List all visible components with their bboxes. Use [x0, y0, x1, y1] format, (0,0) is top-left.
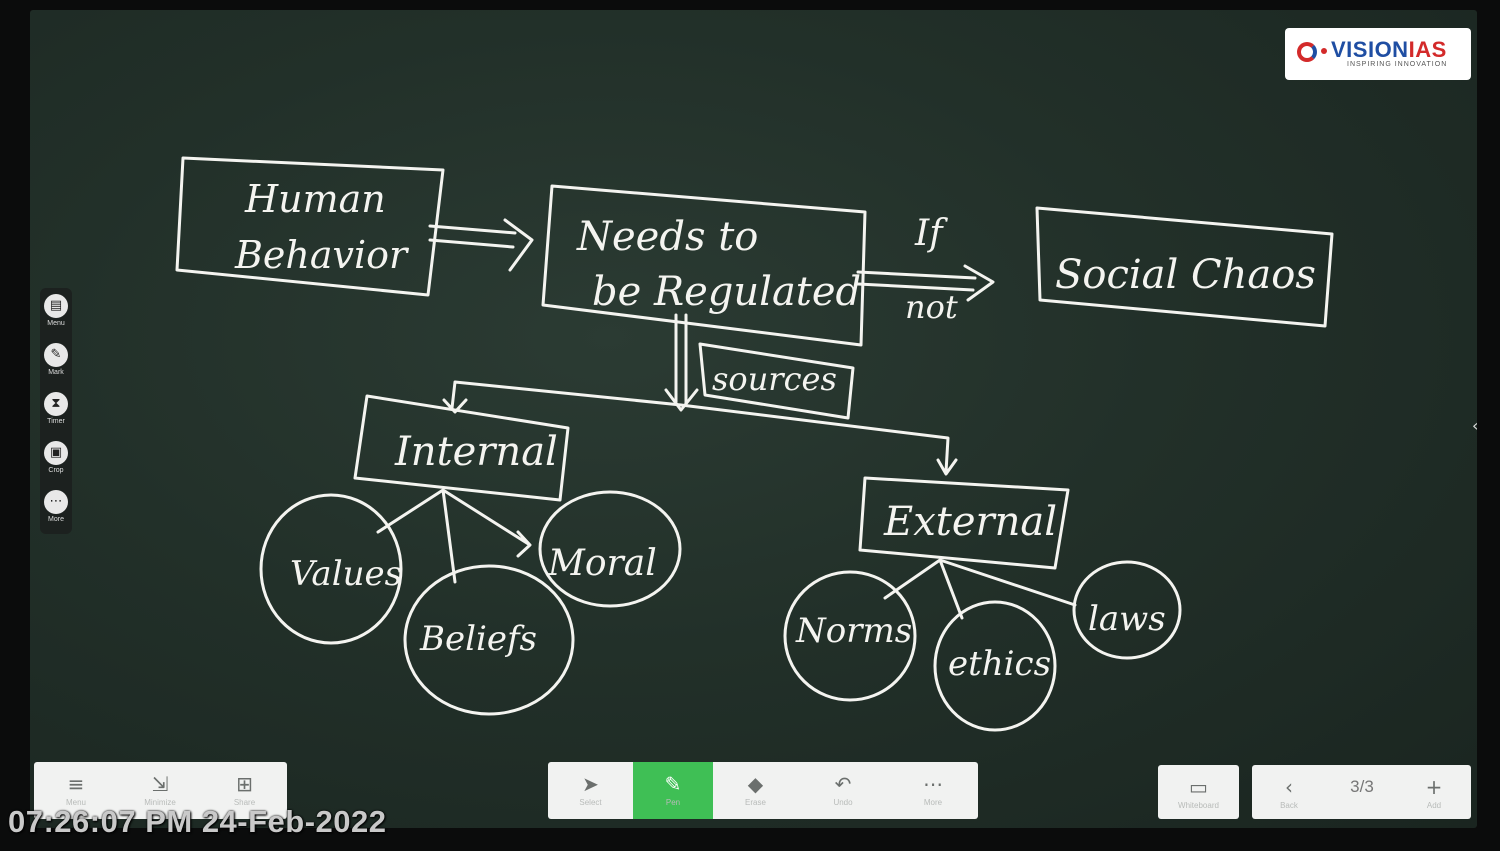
whiteboard-canvas[interactable]: [30, 10, 1477, 828]
page-indicator: 3/3: [1350, 777, 1374, 796]
if-label: If: [914, 213, 948, 254]
side-timer-label: Timer: [47, 418, 65, 425]
more-icon: ⋯: [923, 772, 943, 796]
select-label: Select: [579, 798, 602, 807]
sources-label: sources: [712, 360, 837, 398]
share-label: Share: [233, 798, 256, 807]
monitor-icon: ▭: [1189, 775, 1208, 799]
menu-icon: ▤: [44, 294, 68, 318]
select-tool-button[interactable]: ➤ Select: [548, 762, 633, 819]
logo-dot-icon: [1321, 48, 1327, 54]
branch-lines: [442, 380, 958, 476]
sources-arrow: sources: [664, 313, 855, 420]
add-page-button[interactable]: + Add: [1397, 765, 1471, 819]
ethics-node: ethics: [933, 600, 1057, 732]
beliefs-node: Beliefs: [403, 564, 575, 716]
pen-icon: ✎: [44, 343, 68, 367]
side-timer-button[interactable]: ⧗ Timer: [40, 388, 72, 434]
logo-name-a: VISION: [1331, 37, 1409, 62]
cursor-icon: ➤: [582, 772, 599, 796]
external-label: External: [883, 499, 1057, 545]
internal-node: Internal: [353, 394, 570, 502]
menu-button[interactable]: ≡ Menu: [34, 762, 118, 819]
needs-label-1: Needs to: [576, 214, 758, 260]
external-connectors: [883, 558, 1077, 620]
logo-name-b: IAS: [1408, 37, 1447, 62]
moral-label: Moral: [547, 543, 657, 584]
more-icon: ⋯: [44, 490, 68, 514]
side-mark-button[interactable]: ✎ Mark: [40, 339, 72, 385]
logo-mark-icon: [1297, 42, 1317, 62]
pen-label: Pen: [665, 798, 681, 807]
more-tools-label: More: [923, 798, 943, 807]
drawing-toolbar: ➤ Select ✎ Pen ◆ Erase ↶ Undo ⋯ More: [548, 762, 978, 819]
pen-tool-button[interactable]: ✎ Pen: [633, 762, 713, 819]
chevron-left-icon: ‹: [1285, 775, 1293, 799]
share-button[interactable]: ⊞ Share: [202, 762, 287, 819]
side-crop-label: Crop: [48, 467, 64, 474]
laws-label: laws: [1088, 599, 1166, 639]
pen-icon: ✎: [664, 772, 682, 796]
beliefs-label: Beliefs: [419, 619, 537, 659]
side-toolbar: ▤ Menu ✎ Mark ⧗ Timer ▣ Crop ⋯ More: [40, 288, 72, 534]
add-page-label: Add: [1426, 801, 1442, 810]
undo-icon: ↶: [834, 772, 852, 796]
internal-label: Internal: [394, 429, 558, 475]
eraser-icon: ◆: [747, 772, 764, 796]
external-node: External: [858, 476, 1070, 570]
plus-icon: +: [1425, 775, 1443, 799]
vision-ias-logo: VISIONIAS INSPIRING INNOVATION: [1285, 28, 1471, 80]
undo-label: Undo: [833, 798, 853, 807]
side-mark-label: Mark: [48, 369, 64, 376]
social-chaos-node: Social Chaos: [1035, 206, 1334, 328]
side-more-label: More: [48, 516, 64, 523]
more-tools-button[interactable]: ⋯ More: [888, 762, 978, 819]
internal-connectors: [376, 488, 532, 584]
whiteboard-toolbar: ▭ Whiteboard: [1158, 765, 1239, 819]
norms-label: Norms: [795, 611, 912, 651]
human-behavior-label-1: Human: [244, 177, 386, 221]
side-menu-button[interactable]: ▤ Menu: [40, 290, 72, 336]
minimize-icon: ⇲: [151, 772, 169, 796]
previous-page-button[interactable]: ‹ Back: [1252, 765, 1326, 819]
eraser-label: Erase: [745, 798, 766, 807]
side-menu-label: Menu: [47, 320, 65, 327]
menu-label: Menu: [65, 798, 86, 807]
whiteboard-button[interactable]: ▭ Whiteboard: [1158, 765, 1239, 819]
page-navigator: ‹ Back + Add: [1252, 765, 1471, 819]
logo-name: VISIONIAS: [1331, 37, 1447, 63]
whiteboard-label: Whiteboard: [1178, 801, 1219, 810]
arrow-behavior-to-needs: [428, 218, 534, 272]
menu-icon: ≡: [67, 772, 85, 796]
recording-timestamp: 07:26:07 PM 24-Feb-2022: [8, 804, 387, 839]
not-label: not: [905, 288, 958, 326]
values-label: Values: [290, 554, 402, 594]
hourglass-icon: ⧗: [44, 392, 68, 416]
needs-label-2: be Regulated: [592, 269, 861, 315]
collapse-panel-icon[interactable]: ‹: [1472, 416, 1479, 435]
undo-button[interactable]: ↶ Undo: [798, 762, 888, 819]
previous-page-label: Back: [1280, 801, 1298, 810]
needs-regulated-node: Needs to be Regulated: [541, 184, 867, 347]
human-behavior-label-2: Behavior: [234, 233, 410, 277]
laws-node: laws: [1072, 560, 1182, 660]
logo-tagline: INSPIRING INNOVATION: [1347, 61, 1448, 68]
moral-node: Moral: [538, 490, 682, 608]
left-toolbar: ≡ Menu ⇲ Minimize ⊞ Share: [34, 762, 287, 819]
side-crop-button[interactable]: ▣ Crop: [40, 437, 72, 483]
norms-node: Norms: [783, 570, 917, 702]
values-node: Values: [259, 493, 403, 645]
minimize-button[interactable]: ⇲ Minimize: [118, 762, 202, 819]
human-behavior-node: Human Behavior: [175, 156, 445, 297]
minimize-label: Minimize: [144, 798, 176, 807]
side-more-button[interactable]: ⋯ More: [40, 486, 72, 532]
crop-icon: ▣: [44, 441, 68, 465]
social-chaos-label: Social Chaos: [1055, 252, 1316, 298]
qr-icon: ⊞: [236, 772, 253, 796]
ethics-label: ethics: [948, 644, 1051, 684]
arrow-if-not: If not: [856, 213, 995, 326]
eraser-tool-button[interactable]: ◆ Erase: [713, 762, 798, 819]
